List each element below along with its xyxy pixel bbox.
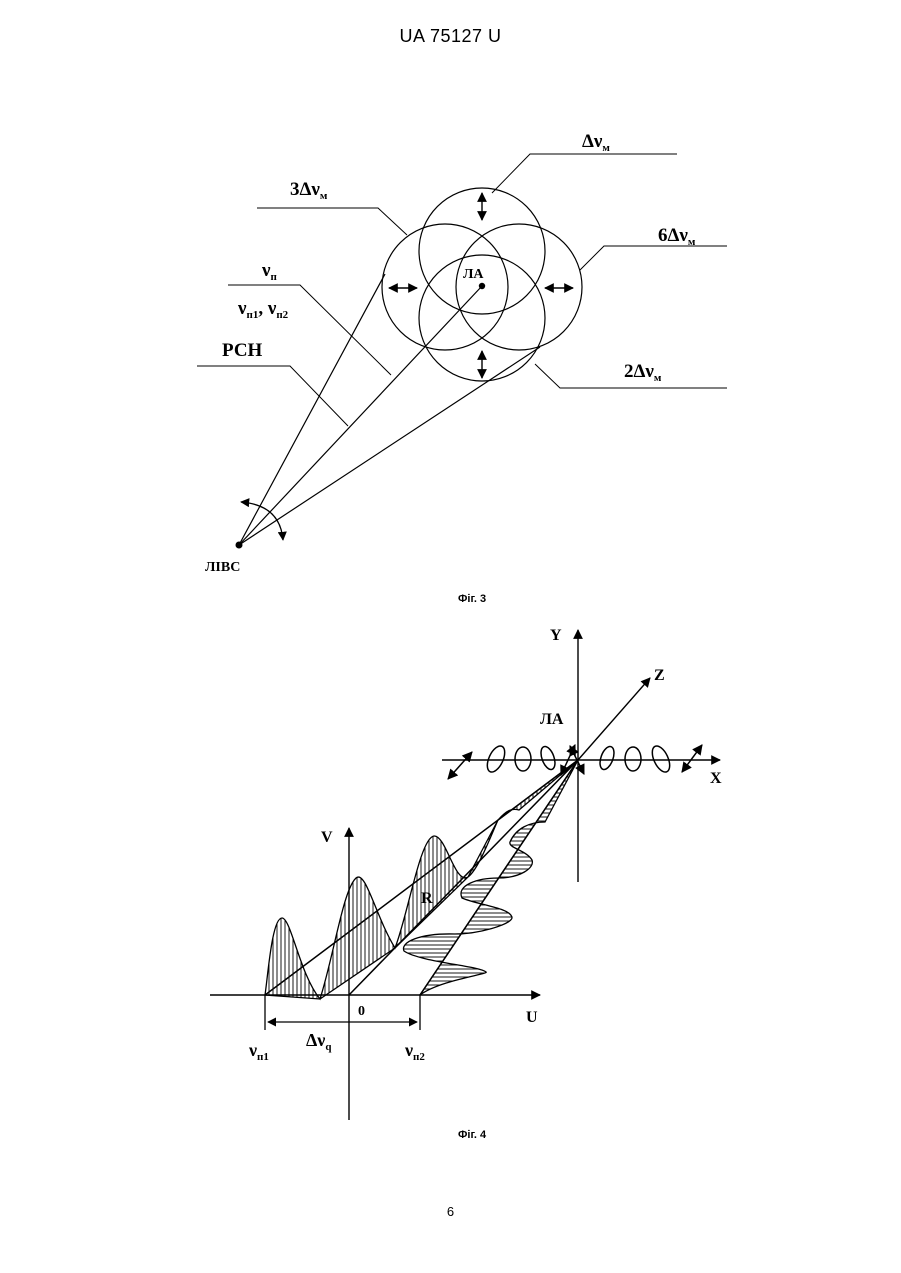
loop-1	[484, 743, 509, 774]
label-nu-n: νп	[261, 260, 278, 283]
page-number: 6	[0, 1204, 901, 1219]
label-z-axis: Z	[654, 667, 665, 684]
label-r: R	[421, 890, 433, 907]
uv-axes	[210, 828, 540, 1120]
label-6-delta-nu-m: 6Δνм	[658, 225, 696, 248]
delta-nu-q-dimension	[265, 995, 420, 1030]
pol-arrow-left	[448, 752, 472, 779]
label-3-delta-nu-m: 3Δνм	[290, 179, 328, 202]
circle-left	[382, 224, 508, 350]
label-x-axis: X	[710, 770, 722, 787]
polarization-loops	[448, 743, 702, 779]
leader-rsn	[197, 366, 348, 426]
label-2-delta-nu-m: 2Δνм	[624, 361, 662, 384]
label-delta-nu-m: Δνм	[582, 131, 610, 154]
loop-4	[597, 745, 616, 772]
figure-4: Y Z X ЛА V U R 0 νп1 Δνq νп2 Фіг. 4	[210, 627, 722, 1141]
label-v-axis: V	[321, 829, 333, 846]
beam-line-3	[239, 347, 540, 545]
caption-fig4: Фіг. 4	[458, 1129, 487, 1141]
leader-6-delta	[580, 246, 727, 270]
figure-3: Δνм 3Δνм 6Δνм 2Δνм νп νп1, νп2 РСН ЛА ЛІ…	[197, 131, 727, 605]
loop-6	[649, 743, 674, 774]
wave-nu-n1	[265, 760, 578, 999]
leader-delta-nu-m	[492, 154, 677, 193]
loop-5	[625, 747, 641, 771]
circle-right	[456, 224, 582, 350]
label-rsn: РСН	[222, 340, 263, 361]
label-nu-n1: νп1	[248, 1040, 269, 1063]
leader-lines	[197, 154, 727, 426]
z-axis-line	[578, 678, 650, 760]
xyz-axes	[442, 630, 720, 882]
label-y-axis: Y	[550, 627, 562, 644]
loop-2	[515, 747, 531, 771]
leader-3-delta	[257, 208, 407, 235]
label-u-axis: U	[526, 1009, 538, 1026]
label-la-fig3: ЛА	[463, 267, 484, 282]
label-nu-n1-n2: νп1, νп2	[237, 298, 289, 321]
label-delta-nu-q: Δνq	[306, 1030, 332, 1053]
label-nu-n2: νп2	[404, 1040, 425, 1063]
label-zero: 0	[358, 1004, 365, 1019]
leader-nu-n	[228, 285, 391, 375]
label-la-fig4: ЛА	[540, 711, 564, 728]
caption-fig3: Фіг. 3	[458, 593, 486, 605]
livs-point	[236, 542, 243, 549]
label-livs: ЛІВС	[205, 560, 240, 575]
loop-3	[538, 745, 557, 772]
pol-arrow-right	[682, 745, 702, 772]
beam-line-2	[239, 286, 482, 545]
